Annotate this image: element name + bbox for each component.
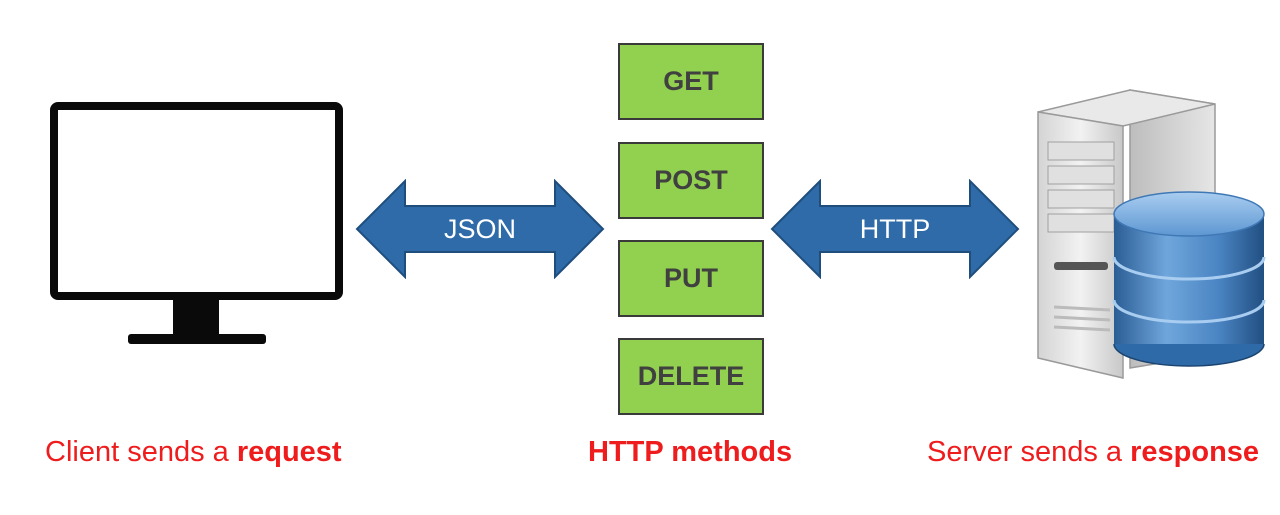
method-get-box: GET (618, 43, 764, 120)
method-post-box: POST (618, 142, 764, 219)
server-caption-prefix: Server sends a (927, 436, 1131, 468)
client-caption: Client sends a request (45, 436, 342, 469)
methods-caption: HTTP methods (588, 436, 793, 468)
json-label: JSON (443, 213, 516, 244)
client-monitor-icon (50, 102, 345, 350)
method-put-box: PUT (618, 240, 764, 317)
method-delete-box: DELETE (618, 338, 764, 415)
http-label: HTTP (859, 213, 931, 244)
server-caption: Server sends a response (927, 436, 1259, 469)
json-double-arrow: JSON (355, 178, 605, 280)
client-caption-prefix: Client sends a (45, 436, 237, 468)
client-caption-bold: request (236, 436, 342, 468)
server-database-icon (1010, 82, 1272, 382)
http-double-arrow: HTTP (770, 178, 1020, 280)
server-caption-bold: response (1130, 436, 1260, 468)
